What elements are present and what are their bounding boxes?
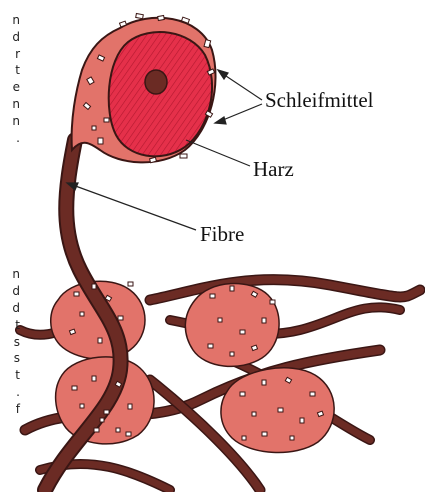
label-fibre: Fibre (200, 222, 244, 247)
edge-text-column: n d r t e n n . n d d t s s t . f (0, 0, 20, 492)
edge-text-line: r (0, 46, 20, 63)
edge-text-line: n (0, 266, 20, 283)
edge-text-line: d (0, 29, 20, 46)
label-harz: Harz (253, 157, 294, 182)
resin-droplet (72, 18, 216, 163)
edge-text-line: d (0, 283, 20, 300)
edge-text-line: d (0, 300, 20, 317)
edge-text-line: t (0, 317, 20, 334)
edge-text-line: t (0, 62, 20, 79)
edge-text-line: . (0, 384, 20, 401)
edge-text-line: e (0, 79, 20, 96)
edge-text-line: n (0, 96, 20, 113)
leader-fibre (70, 184, 196, 230)
arrowhead-icon (218, 70, 228, 79)
edge-text-line: f (0, 401, 20, 418)
edge-text-line: s (0, 350, 20, 367)
edge-text-line: . (0, 130, 20, 147)
edge-text-line: s (0, 334, 20, 351)
arrowhead-icon (215, 117, 226, 124)
edge-text-line: t (0, 367, 20, 384)
fibre-core-section (145, 70, 167, 94)
edge-text-line: n (0, 12, 20, 29)
label-schleifmittel: Schleifmittel (265, 88, 373, 113)
edge-text-line: n (0, 113, 20, 130)
leader-resin (186, 140, 250, 166)
